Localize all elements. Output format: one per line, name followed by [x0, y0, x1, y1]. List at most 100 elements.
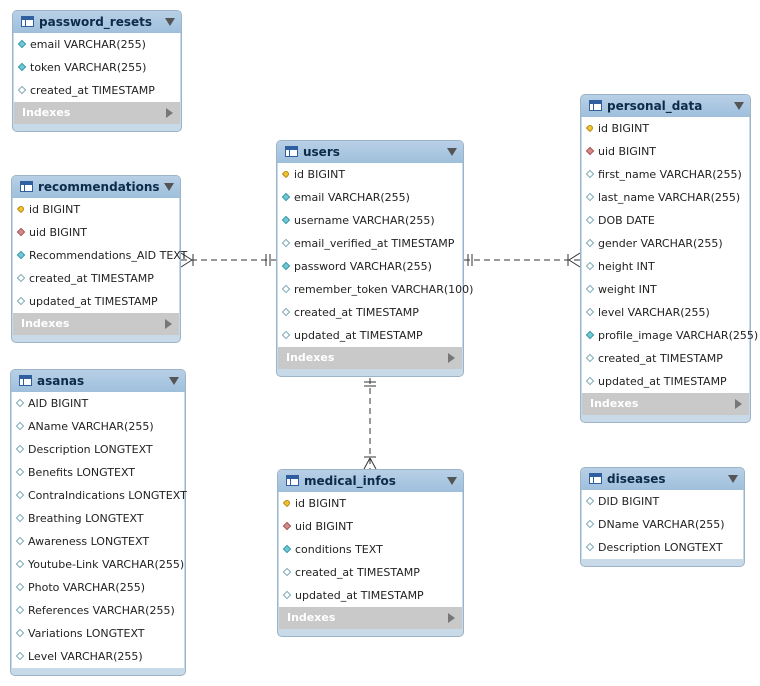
column-label: AID BIGINT: [28, 397, 89, 410]
column-label: last_name VARCHAR(255): [598, 191, 741, 204]
column-row[interactable]: created_at TIMESTAMP: [278, 301, 462, 324]
collapse-arrow-icon[interactable]: [728, 475, 738, 483]
column-row[interactable]: gender VARCHAR(255): [582, 232, 749, 255]
table-header[interactable]: users: [277, 141, 463, 163]
column-row[interactable]: ContraIndications LONGTEXT: [12, 484, 187, 507]
column-row[interactable]: Description LONGTEXT: [582, 536, 743, 559]
column-row[interactable]: References VARCHAR(255): [12, 599, 184, 622]
column-row[interactable]: password VARCHAR(255): [278, 255, 462, 278]
column-row[interactable]: updated_at TIMESTAMP: [279, 584, 462, 607]
nullable-column-icon: [15, 651, 25, 661]
column-row[interactable]: Youtube-Link VARCHAR(255): [12, 553, 184, 576]
column-row[interactable]: token VARCHAR(255): [14, 56, 180, 79]
expand-arrow-icon[interactable]: [735, 399, 742, 409]
table-header[interactable]: diseases: [581, 468, 744, 490]
nullable-column-icon: [585, 192, 595, 202]
column-row[interactable]: first_name VARCHAR(255): [582, 163, 749, 186]
nullable-column-icon: [281, 307, 291, 317]
table-header[interactable]: personal_data: [581, 95, 750, 117]
column-row[interactable]: id BIGINT: [279, 492, 462, 515]
table-header[interactable]: medical_infos: [278, 470, 463, 492]
column-row[interactable]: created_at TIMESTAMP: [582, 347, 749, 370]
collapse-arrow-icon[interactable]: [169, 377, 179, 385]
column-row[interactable]: Photo VARCHAR(255): [12, 576, 184, 599]
column-row[interactable]: email VARCHAR(255): [14, 33, 180, 56]
column-label: password VARCHAR(255): [294, 260, 432, 273]
column-label: remember_token VARCHAR(100): [294, 283, 474, 296]
column-label: References VARCHAR(255): [28, 604, 175, 617]
column-row[interactable]: Breathing LONGTEXT: [12, 507, 184, 530]
column-row[interactable]: id BIGINT: [278, 163, 462, 186]
table-name: asanas: [37, 374, 85, 388]
column-row[interactable]: DName VARCHAR(255): [582, 513, 743, 536]
column-row[interactable]: AID BIGINT: [12, 392, 184, 415]
column-row[interactable]: created_at TIMESTAMP: [13, 267, 179, 290]
table-footer: [581, 415, 750, 422]
column-row[interactable]: DOB DATE: [582, 209, 749, 232]
column-row[interactable]: Level VARCHAR(255): [12, 645, 184, 668]
column-row[interactable]: email_verified_at TIMESTAMP: [278, 232, 462, 255]
column-row[interactable]: updated_at TIMESTAMP: [13, 290, 179, 313]
column-row[interactable]: level VARCHAR(255): [582, 301, 749, 324]
table-name: personal_data: [607, 99, 703, 113]
table-header[interactable]: password_resets: [13, 11, 181, 33]
collapse-arrow-icon[interactable]: [165, 18, 175, 26]
expand-arrow-icon[interactable]: [448, 353, 455, 363]
column-label: uid BIGINT: [29, 226, 88, 239]
column-row[interactable]: id BIGINT: [13, 198, 179, 221]
column-row[interactable]: uid BIGINT: [13, 221, 179, 244]
column-row[interactable]: username VARCHAR(255): [278, 209, 462, 232]
table-icon: [286, 475, 299, 486]
column-row[interactable]: updated_at TIMESTAMP: [582, 370, 749, 393]
column-row[interactable]: Description LONGTEXT: [12, 438, 184, 461]
column-row[interactable]: Benefits LONGTEXT: [12, 461, 184, 484]
column-row[interactable]: Variations LONGTEXT: [12, 622, 184, 645]
table-header[interactable]: asanas: [11, 370, 185, 392]
column-row[interactable]: created_at TIMESTAMP: [279, 561, 462, 584]
expand-arrow-icon[interactable]: [165, 319, 172, 329]
not-null-column-icon: [585, 330, 595, 340]
indexes-section[interactable]: Indexes: [13, 313, 179, 335]
column-row[interactable]: created_at TIMESTAMP: [14, 79, 180, 102]
column-label: created_at TIMESTAMP: [30, 84, 155, 97]
column-row[interactable]: uid BIGINT: [582, 140, 749, 163]
collapse-arrow-icon[interactable]: [734, 102, 744, 110]
column-row[interactable]: uid BIGINT: [279, 515, 462, 538]
column-row[interactable]: last_name VARCHAR(255): [582, 186, 749, 209]
crowfoot-many-personal-data: [568, 259, 581, 268]
column-row[interactable]: AName VARCHAR(255): [12, 415, 184, 438]
indexes-section[interactable]: Indexes: [582, 393, 749, 415]
expand-arrow-icon[interactable]: [448, 613, 455, 623]
indexes-section[interactable]: Indexes: [14, 102, 180, 124]
column-row[interactable]: DID BIGINT: [582, 490, 743, 513]
column-row[interactable]: updated_at TIMESTAMP: [278, 324, 462, 347]
expand-arrow-icon[interactable]: [166, 108, 173, 118]
table-header[interactable]: recommendations: [12, 176, 180, 198]
column-row[interactable]: conditions TEXT: [279, 538, 462, 561]
column-row[interactable]: weight INT: [582, 278, 749, 301]
table-footer: [11, 668, 185, 675]
column-row[interactable]: height INT: [582, 255, 749, 278]
indexes-label: Indexes: [21, 317, 70, 330]
collapse-arrow-icon[interactable]: [447, 148, 457, 156]
column-row[interactable]: Awareness LONGTEXT: [12, 530, 184, 553]
column-row[interactable]: profile_image VARCHAR(255): [582, 324, 758, 347]
indexes-section[interactable]: Indexes: [278, 347, 462, 369]
column-row[interactable]: email VARCHAR(255): [278, 186, 462, 209]
column-label: Breathing LONGTEXT: [28, 512, 144, 525]
column-label: id BIGINT: [598, 122, 650, 135]
column-row[interactable]: id BIGINT: [582, 117, 749, 140]
collapse-arrow-icon[interactable]: [447, 477, 457, 485]
collapse-arrow-icon[interactable]: [164, 183, 174, 191]
column-row[interactable]: Recommendations_AID TEXT: [13, 244, 187, 267]
column-row[interactable]: remember_token VARCHAR(100): [278, 278, 473, 301]
indexes-section[interactable]: Indexes: [279, 607, 462, 629]
